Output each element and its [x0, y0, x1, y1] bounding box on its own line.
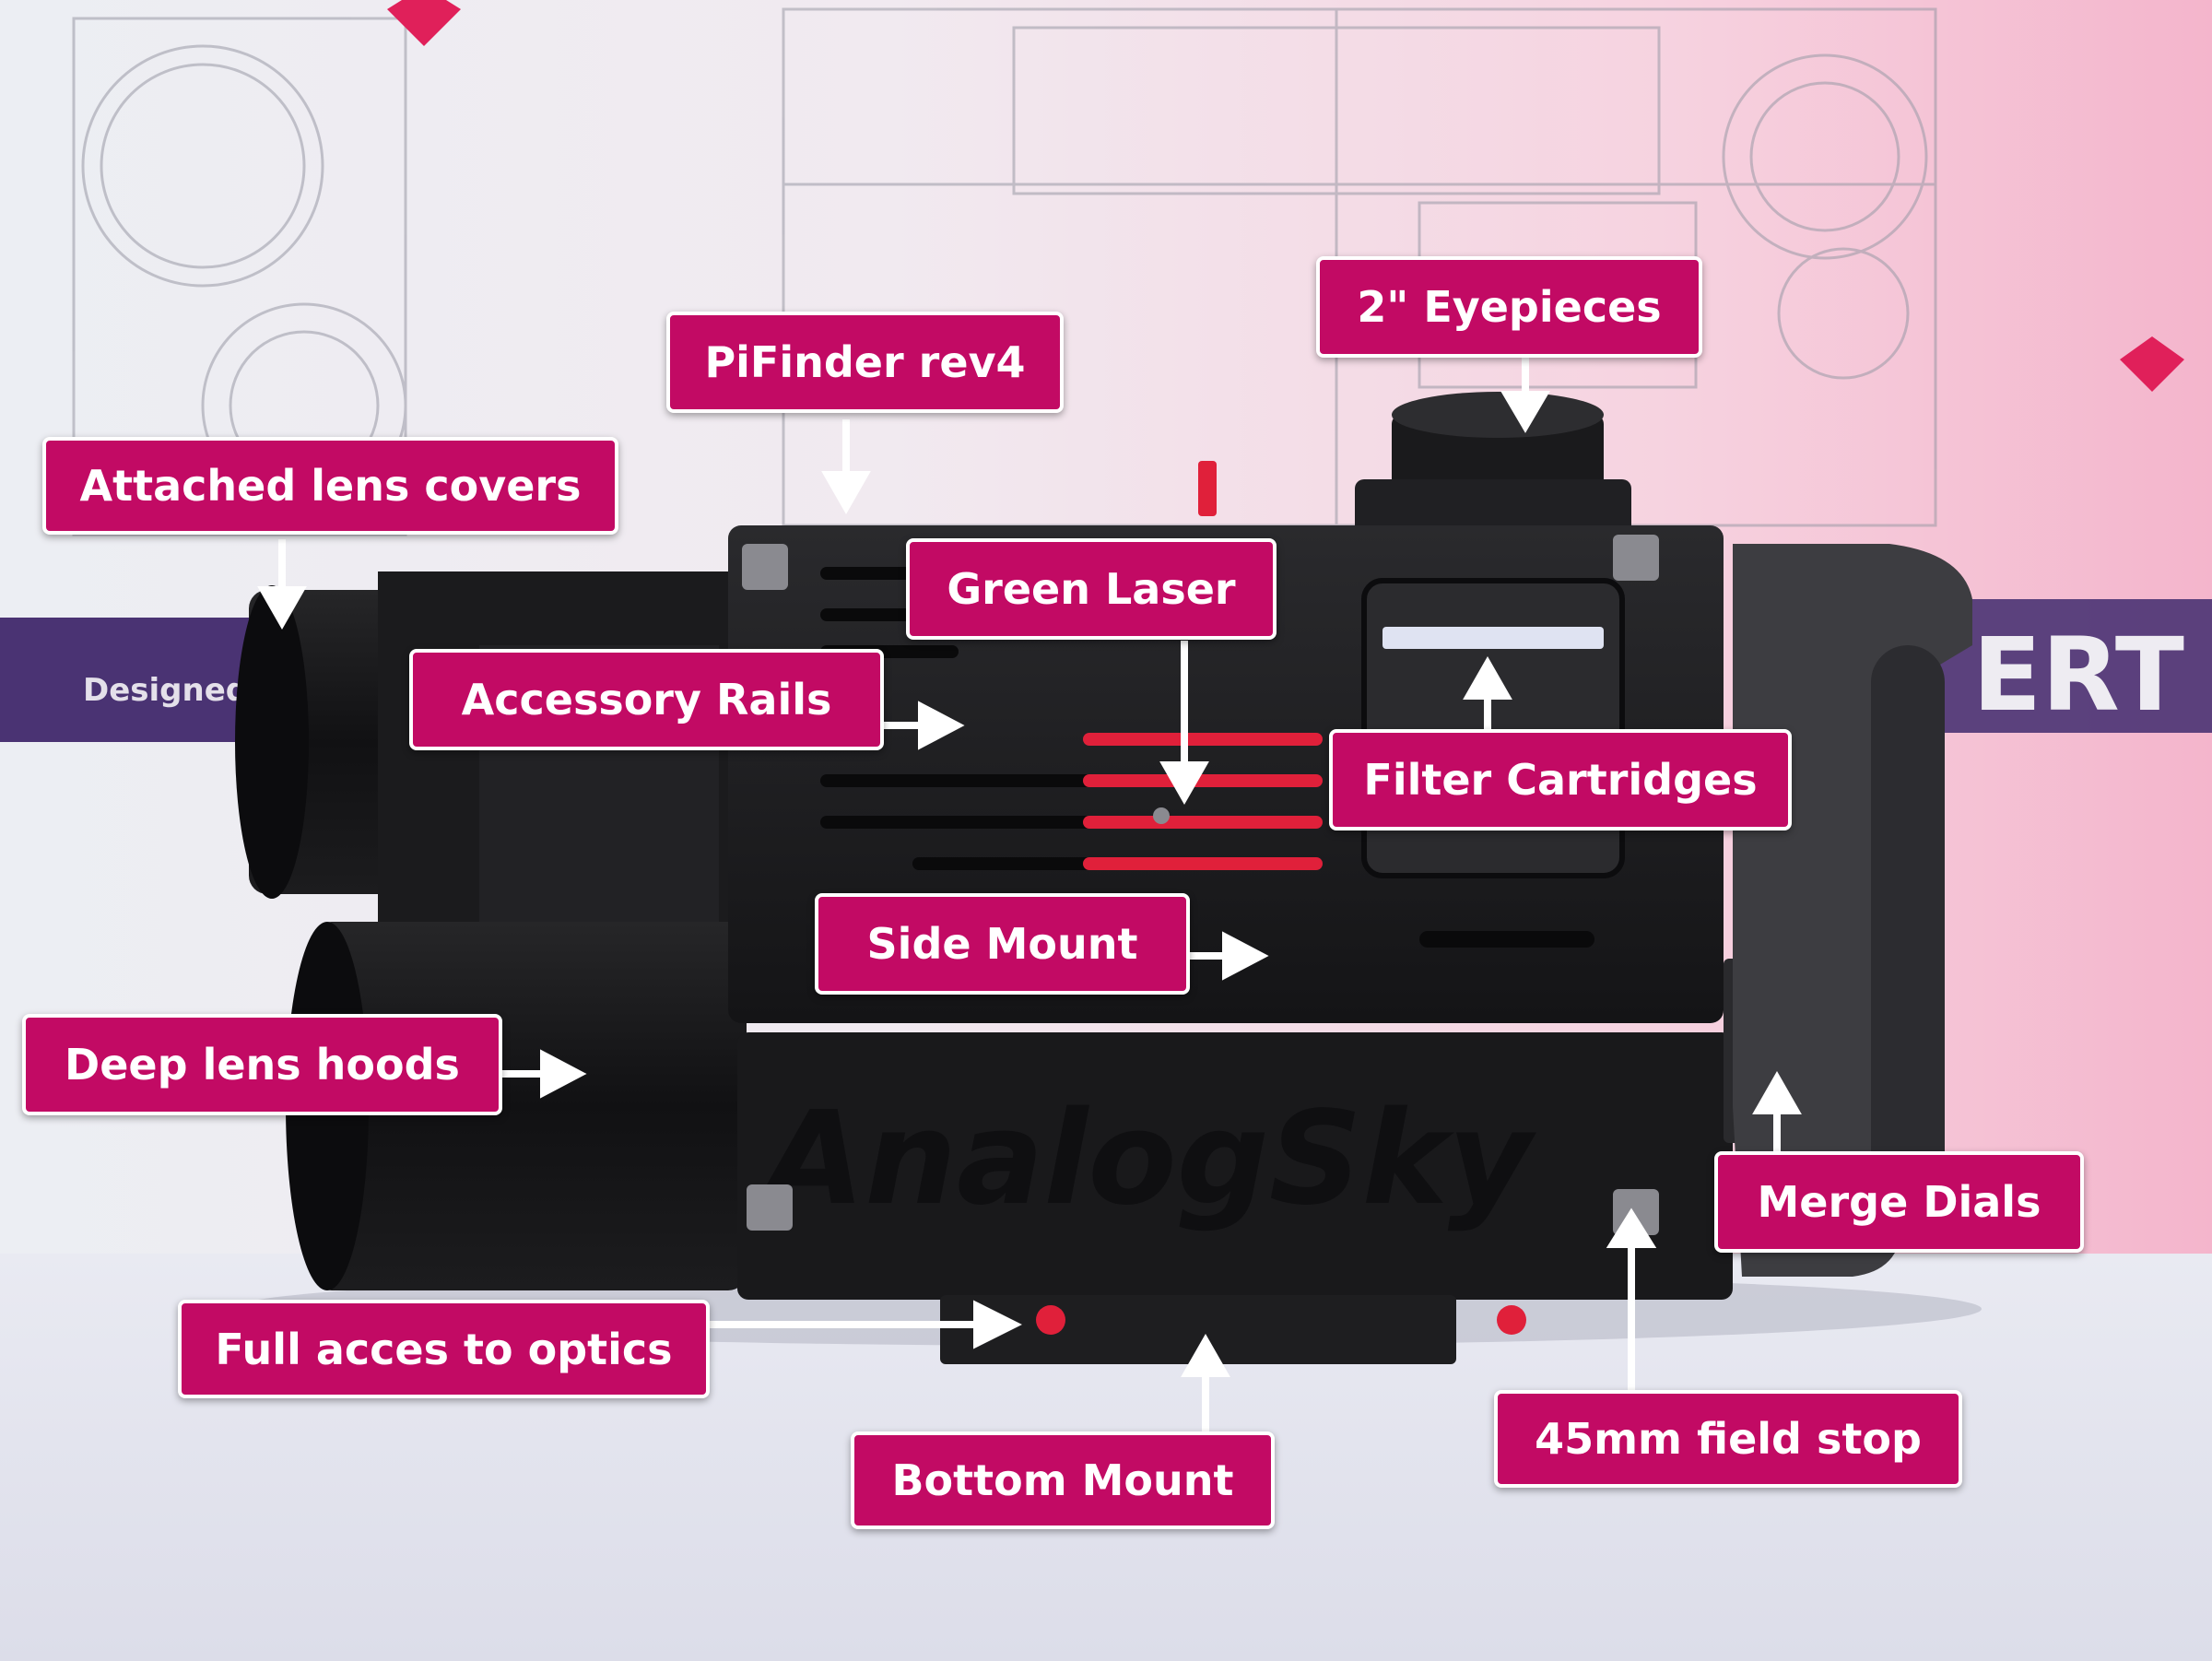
- red-knob-right: [1497, 1305, 1526, 1335]
- arrow-lens-covers: [257, 539, 307, 630]
- arrow-lens-hoods: [502, 1049, 587, 1099]
- arrow-accessory-rails: [880, 701, 965, 750]
- filter-slide: [1382, 627, 1604, 649]
- red-pin: [1198, 461, 1217, 516]
- label-side-mount: Side Mount: [815, 893, 1190, 995]
- label-eyepieces: 2" Eyepieces: [1316, 256, 1702, 358]
- arrow-bottom-mount: [1181, 1333, 1230, 1433]
- label-optics-access: Full acces to optics: [178, 1300, 710, 1398]
- banner-right: [1926, 599, 2212, 733]
- arrow-merge: [1752, 1070, 1802, 1152]
- label-green-laser: Green Laser: [906, 538, 1277, 640]
- label-bottom-mount: Bottom Mount: [851, 1431, 1275, 1529]
- callout-arrows: [257, 355, 1802, 1433]
- laser-slots: [1083, 733, 1323, 870]
- eyepiece-tower: [1355, 392, 1631, 544]
- label-field-stop: 45mm field stop: [1494, 1390, 1962, 1488]
- arrow-side-mount: [1189, 931, 1269, 981]
- red-knob-left: [1036, 1305, 1065, 1335]
- label-accessory-rails: Accessory Rails: [409, 649, 884, 750]
- arrow-optics: [707, 1300, 1022, 1349]
- base-housing: [737, 1032, 1733, 1300]
- banner-right-text: ERT: [1972, 616, 2184, 734]
- handle-grip: [1871, 645, 1945, 1217]
- label-filter-cartridges: Filter Cartridges: [1329, 729, 1792, 830]
- screws: [742, 535, 1659, 1235]
- blueprint-drawing: [72, 7, 1937, 536]
- arrow-eyepieces: [1500, 355, 1550, 433]
- filter-window: [1361, 578, 1625, 878]
- label-lens-hoods: Deep lens hoods: [22, 1014, 502, 1115]
- heart-right: [2120, 336, 2184, 392]
- arrow-filter: [1463, 655, 1512, 737]
- label-lens-covers: Attached lens covers: [42, 437, 618, 535]
- arrow-green-laser: [1159, 641, 1209, 806]
- bottom-mount-plate: [940, 1295, 1456, 1364]
- arrow-pifinder: [821, 419, 871, 515]
- label-pifinder: PiFinder rev4: [666, 312, 1064, 413]
- heart-top: [387, 0, 461, 46]
- label-merge-dials: Merge Dials: [1714, 1151, 2084, 1253]
- engraving: AnalogSky: [756, 1084, 1537, 1234]
- arrow-field-stop: [1606, 1207, 1657, 1392]
